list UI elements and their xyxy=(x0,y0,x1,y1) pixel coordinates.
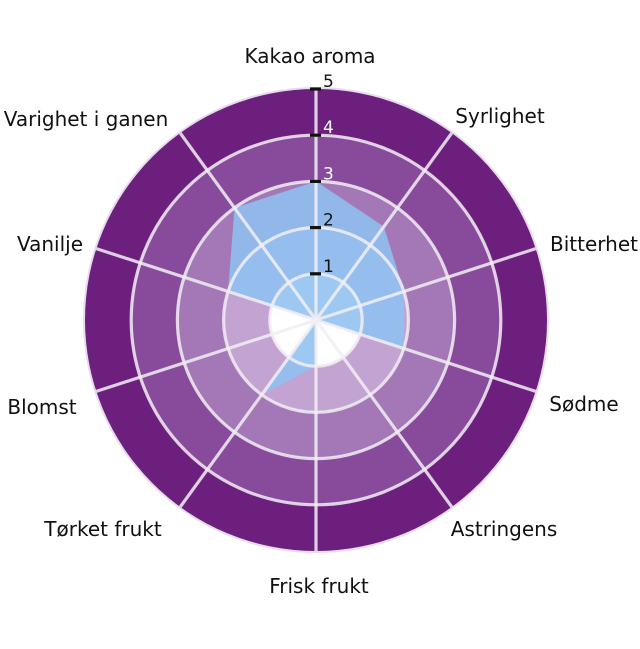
tick-label: 1 xyxy=(323,257,334,277)
radial-axis-ticks: 1 2 3 4 5 xyxy=(310,72,334,277)
axis-labels: Kakao aromaSyrlighetBitterhetSødmeAstrin… xyxy=(4,44,638,598)
grid-spoke xyxy=(314,319,454,508)
tick-mark xyxy=(310,87,321,91)
tick-mark xyxy=(310,133,321,137)
radar-grid xyxy=(95,89,537,551)
tick-mark xyxy=(310,179,321,183)
grid-spoke xyxy=(178,132,318,321)
axis-label: Blomst xyxy=(7,395,76,419)
axis-label: Syrlighet xyxy=(455,104,545,128)
axis-label: Bitterhet xyxy=(550,232,638,256)
tick-label: 3 xyxy=(323,164,334,184)
grid-spoke xyxy=(315,318,537,393)
tick-mark xyxy=(310,226,321,230)
axis-label: Frisk frukt xyxy=(269,574,369,598)
grid-spoke xyxy=(178,319,318,508)
tick-mark xyxy=(310,272,321,276)
grid-spoke xyxy=(314,132,454,321)
axis-label: Astringens xyxy=(451,517,558,541)
axis-label: Vanilje xyxy=(17,232,83,256)
tick-label: 5 xyxy=(323,72,334,92)
tick-label: 4 xyxy=(323,118,334,138)
grid-spoke xyxy=(95,247,317,322)
grid-spoke xyxy=(95,318,317,393)
axis-label: Kakao aroma xyxy=(244,44,375,68)
grid-spoke xyxy=(315,247,537,322)
axis-label: Sødme xyxy=(549,392,618,416)
tick-label: 2 xyxy=(323,211,334,231)
axis-label: Tørket frukt xyxy=(43,517,162,541)
axis-label: Varighet i ganen xyxy=(4,107,169,131)
